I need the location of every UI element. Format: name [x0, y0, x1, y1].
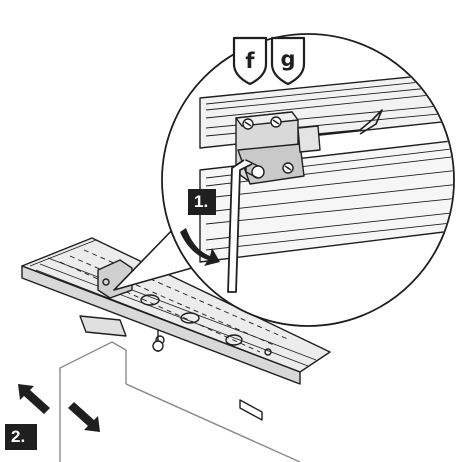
detail-upper-track-groove [205, 77, 453, 137]
main-rail-assembly [21, 237, 331, 421]
detail-contents [199, 71, 453, 293]
rail-hole [180, 312, 200, 324]
hex-key-icon [227, 159, 253, 293]
detail-side-knob [297, 125, 321, 153]
detail-lower-track-groove [205, 147, 453, 251]
rail-end-cap [239, 399, 263, 421]
detail-screw-slot [272, 119, 280, 125]
rail-bracket-screw [102, 278, 110, 286]
runner-carriage [79, 315, 127, 337]
runner-wheel [152, 340, 164, 352]
step-2-label: 2. [5, 424, 37, 450]
detail-spring-wire [317, 109, 383, 135]
double-arrow-icon [18, 384, 100, 432]
shield-badge-f: f [232, 36, 268, 86]
shield-badge-icon [232, 36, 268, 86]
door-panel-outline [59, 341, 127, 462]
rail-hole [225, 334, 243, 346]
door-panel-front [125, 383, 301, 462]
arrow-left-up [18, 384, 50, 414]
rail-groove [29, 239, 317, 373]
badge-letter-g: g [280, 47, 295, 71]
rail-screw [264, 348, 272, 356]
step-1-label: 1. [188, 189, 216, 215]
door-panel [59, 341, 301, 462]
rail-hole [140, 294, 160, 306]
detail-screw-slot [284, 165, 292, 171]
badge-letter-f: f [245, 49, 255, 73]
detail-screw-slot [244, 121, 252, 127]
shield-badge-g: g [270, 36, 306, 86]
arrow-right-down [68, 402, 100, 432]
shield-badge-icon [270, 36, 306, 86]
curved-arrow-icon [180, 228, 220, 266]
rail-bracket [97, 259, 133, 299]
rail-front-face [21, 265, 301, 385]
